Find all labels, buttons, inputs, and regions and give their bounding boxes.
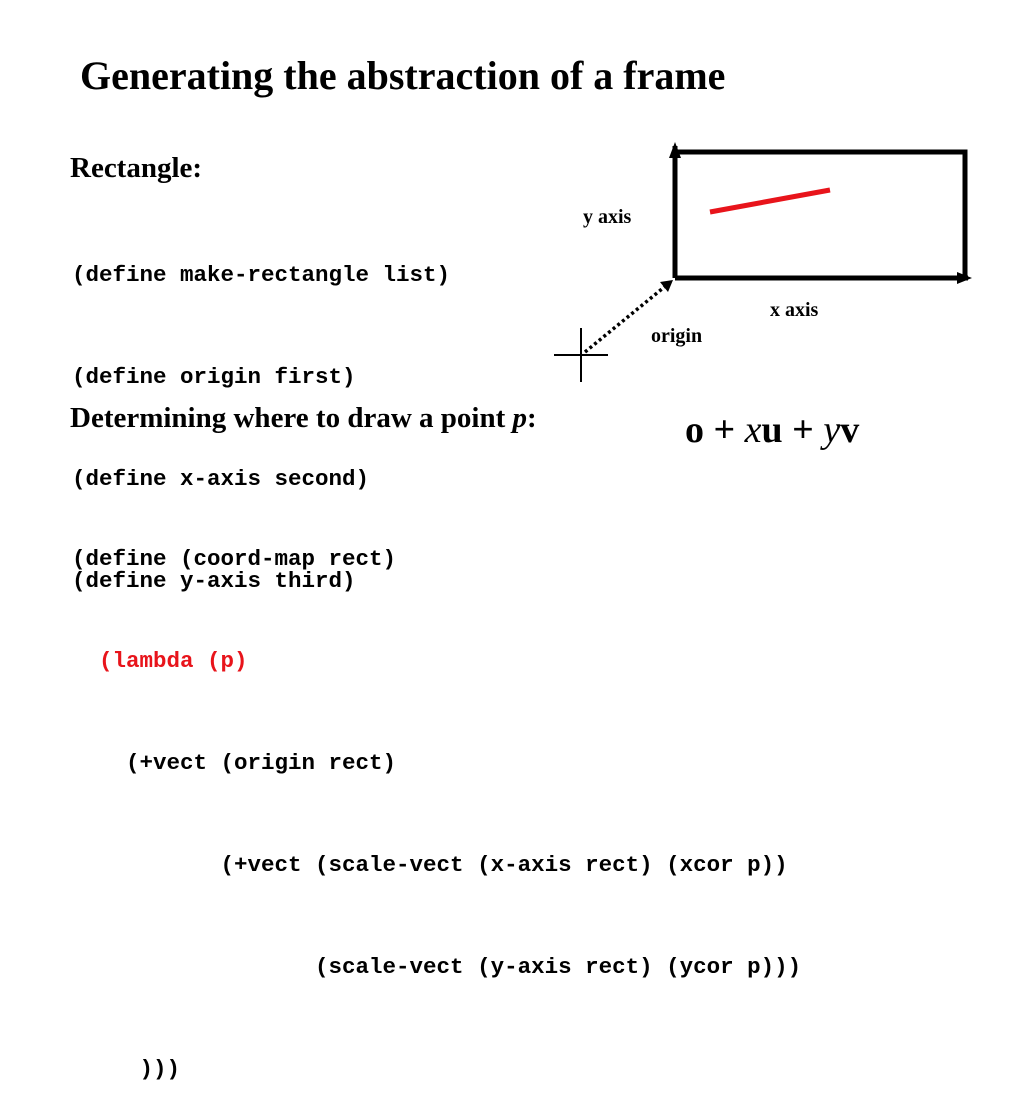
code-line: )))	[72, 1056, 181, 1082]
frame-diagram	[554, 142, 972, 382]
rectangle-heading: Rectangle:	[70, 152, 203, 184]
y-axis-label: y axis	[583, 206, 632, 228]
formula-v: v	[840, 409, 860, 451]
formula-u: u +	[761, 409, 824, 451]
point-heading-text: Determining where to draw a point	[70, 402, 513, 434]
rectangle-code-block: (define make-rectangle list) (define ori…	[72, 190, 450, 632]
red-segment	[709, 187, 831, 215]
point-heading-colon: :	[526, 402, 537, 434]
formula-origin: o +	[685, 409, 745, 451]
code-line: (define origin first)	[72, 364, 356, 390]
origin-label: origin	[651, 325, 703, 347]
code-line: (define y-axis third)	[72, 568, 356, 594]
point-heading: Determining where to draw a point p:	[70, 402, 537, 435]
formula-x: x	[744, 409, 762, 451]
x-axis-arrowhead	[957, 272, 972, 284]
code-line: (define x-axis second)	[72, 466, 370, 492]
code-line: (+vect (origin rect)	[72, 750, 397, 776]
code-line: (define make-rectangle list)	[72, 262, 451, 288]
y-axis-arrowhead	[669, 142, 681, 158]
code-line: (+vect (scale-vect (x-axis rect) (xcor p…	[72, 852, 788, 878]
code-line-lambda: (lambda (p)	[72, 648, 248, 674]
frame-rectangle-outline	[675, 149, 968, 278]
x-axis-label: x axis	[770, 299, 819, 321]
frame-formula: o + xu + yv	[685, 408, 859, 452]
formula-y: y	[823, 409, 841, 451]
origin-vector-arrowhead	[660, 280, 673, 292]
code-line: (scale-vect (y-axis rect) (ycor p)))	[72, 954, 802, 980]
code-line: (define (coord-map rect)	[72, 546, 397, 572]
coord-map-code-block: (define (coord-map rect) (lambda (p) (+v…	[72, 474, 801, 1120]
point-variable: p	[512, 402, 527, 434]
slide-title: Generating the abstraction of a frame	[80, 53, 726, 98]
